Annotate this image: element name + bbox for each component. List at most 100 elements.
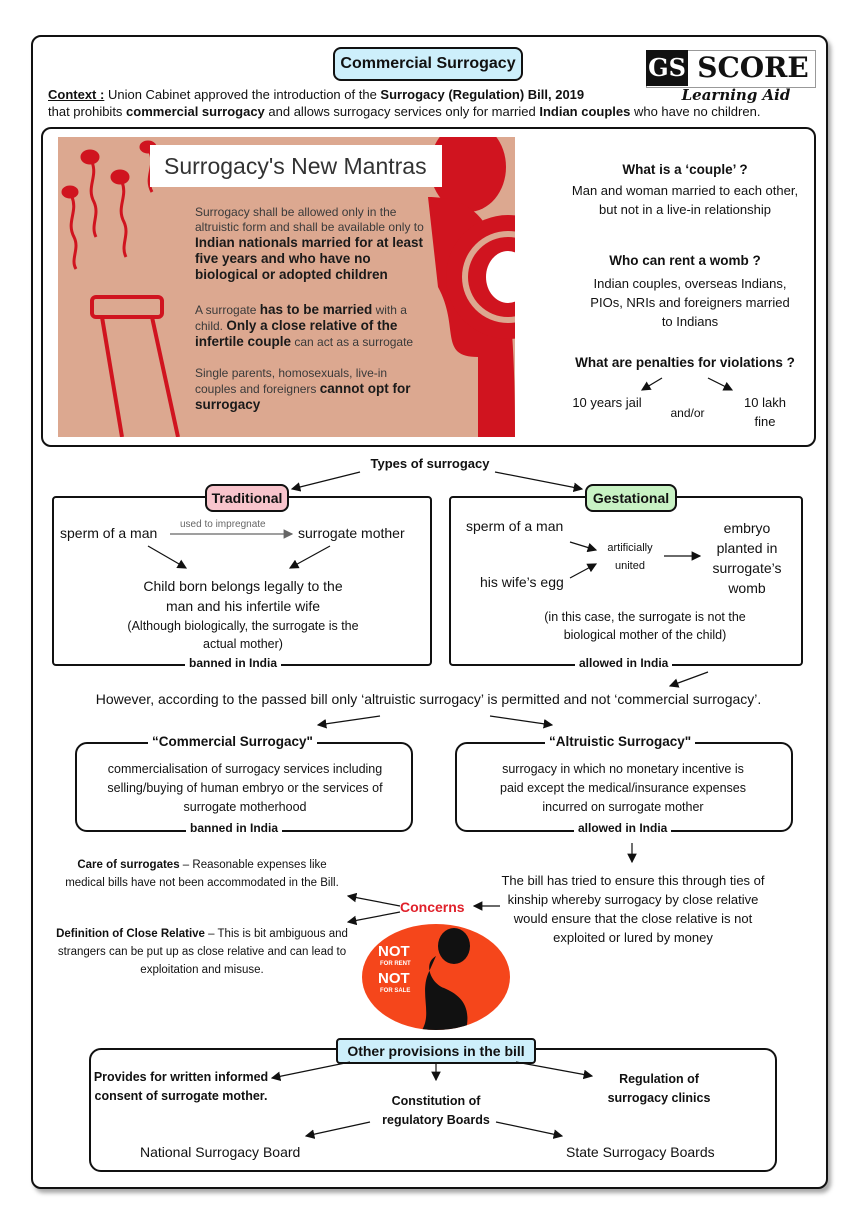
concern-relative-text: – This is bit ambiguous and strangers ca… [57,928,348,976]
bill-statement: However, according to the passed bill on… [95,691,762,707]
commercial-status: banned in India [186,821,283,835]
sperm-icon [61,185,79,199]
mantra-2-text-a: A surrogate [195,303,260,317]
mantra-3-bold: cannot opt for surrogacy [195,381,411,412]
arrow-concern-relative [346,911,401,926]
poster-for-rent: FOR RENT [380,961,411,967]
commercial-label: “Commercial Surrogacy" [148,734,317,749]
gest-sperm: sperm of a man [466,518,564,534]
arrow-to-clinics [515,1061,594,1080]
page-title: Commercial Surrogacy [333,47,523,81]
trad-arrow-label: used to impregnate [180,519,266,530]
concern-care: Care of surrogates – Reasonable expenses… [56,856,348,892]
context-t2: that prohibits [48,104,127,119]
gest-united: artificially united [607,542,653,572]
mantras-heading: Surrogacy's New Mantras [150,145,442,187]
mantra-2-text-b: with a child. [195,303,407,333]
context-t1: Union Cabinet approved the introduction … [104,87,381,102]
gest-embryo: embryo planted in surrogate’s womb [712,520,782,596]
poster-image [362,924,510,1030]
arrow-to-commercial [316,715,381,729]
concern-relative: Definition of Close Relative – This is b… [54,925,350,979]
mantra-1: Surrogacy shall be allowed only in the a… [195,205,425,283]
penalty-join: and/or [670,406,705,420]
context-b3: Indian couples [539,104,631,119]
trad-status: banned in India [185,656,282,670]
gest-egg: his wife’s egg [480,574,564,590]
question-penalties: What are penalties for violations ? [575,355,795,370]
arrow-allowed-to-statement [668,671,709,688]
arrow-to-consent [270,1061,351,1082]
context-b2: commercial surrogacy [126,104,265,119]
answer-womb: Indian couples, overseas Indians, PIOs, … [590,276,790,329]
altruistic-label: “Altruistic Surrogacy" [545,734,696,749]
mantra-2: A surrogate has to be married with a chi… [195,302,425,350]
context-text: Context : Union Cabinet approved the int… [48,86,808,120]
sperm-icon [80,149,100,165]
altruistic-text: surrogacy in which no monetary incentive… [500,762,746,814]
provision-boards: Constitution of regulatory Boards [382,1094,490,1127]
arrow-to-altruistic [489,715,554,729]
poster-for-sale: FOR SALE [380,988,411,994]
arrow-surrogate-to-child [288,545,331,569]
trad-note: (Although biologically, the surrogate is… [127,619,359,651]
arrow-to-fine [707,377,734,391]
question-womb: Who can rent a womb ? [609,253,761,268]
concerns-label: Concerns [400,899,465,915]
woman-silhouette-icon [422,928,470,1030]
mantras-infographic [58,137,515,437]
logo-score: SCORE [697,51,809,84]
question-couple: What is a ‘couple’ ? [622,162,748,177]
arrow-to-national-board [304,1121,371,1139]
gestational-label: Gestational [585,484,677,512]
pregnant-woman-icon [428,137,515,437]
arrow-sperm-united [569,541,598,553]
trad-result: Child born belongs legally to the man an… [143,578,343,614]
gest-status: allowed in India [575,656,673,670]
mantra-2-bold-a: has to be married [259,302,373,317]
infographic-art [61,137,515,437]
national-board: National Surrogacy Board [140,1144,301,1160]
trad-sperm: sperm of a man [60,525,158,541]
arrow-to-state-boards [495,1121,564,1139]
context-t4: who have no children. [630,104,761,119]
poster-not-1: NOT [378,943,410,960]
penalty-jail: 10 years jail [572,395,642,410]
altruistic-status: allowed in India [574,821,672,835]
arrow-concern-care [346,892,401,907]
commercial-text: commercialisation of surrogacy services … [107,762,383,814]
trad-surrogate: surrogate mother [298,525,405,541]
gest-note: (in this case, the surrogate is not the … [544,610,746,642]
poster-not-2: NOT [378,970,410,987]
arrow-egg-united [569,563,598,579]
arrow-to-gestational [494,471,584,493]
provision-clinics: Regulation of surrogacy clinics [607,1072,711,1105]
logo-subtitle: Learning Aid [681,86,791,104]
types-heading: Types of surrogacy [370,456,490,471]
mantra-2-text-c: can act as a surrogate [291,335,414,349]
answer-couple: Man and woman married to each other, but… [571,183,799,217]
concern-relative-title: Definition of Close Relative [56,928,205,940]
mantra-1-bold: Indian nationals married for at least fi… [195,235,424,282]
mantra-3: Single parents, homosexuals, live-in cou… [195,366,425,413]
concern-care-text: – Reasonable expenses like medical bills… [65,859,339,889]
concern-care-title: Care of surrogates [77,859,180,871]
logo-gs: GS [646,50,688,86]
test-tube-icon [90,295,180,437]
mantra-2-bold-b: Only a close relative of the infertile c… [195,318,398,349]
arrow-to-jail [640,377,663,391]
context-b1: Surrogacy (Regulation) Bill, 2019 [380,87,585,102]
traditional-label: Traditional [205,484,289,512]
mantra-1-text: Surrogacy shall be allowed only in the a… [195,205,424,234]
arrow-sperm-to-child [147,545,188,569]
context-t3: and allows surrogacy services only for m… [264,104,540,119]
sperm-icon [110,169,130,185]
penalty-fine: 10 lakh fine [744,395,786,429]
kinship-note: The bill has tried to ensure this throug… [501,873,765,945]
context-label: Context : [48,87,105,102]
state-boards: State Surrogacy Boards [566,1144,715,1160]
overview-box [41,127,816,447]
arrow-to-traditional [290,471,361,492]
mantra-3-text: Single parents, homosexuals, live-in cou… [195,366,388,396]
